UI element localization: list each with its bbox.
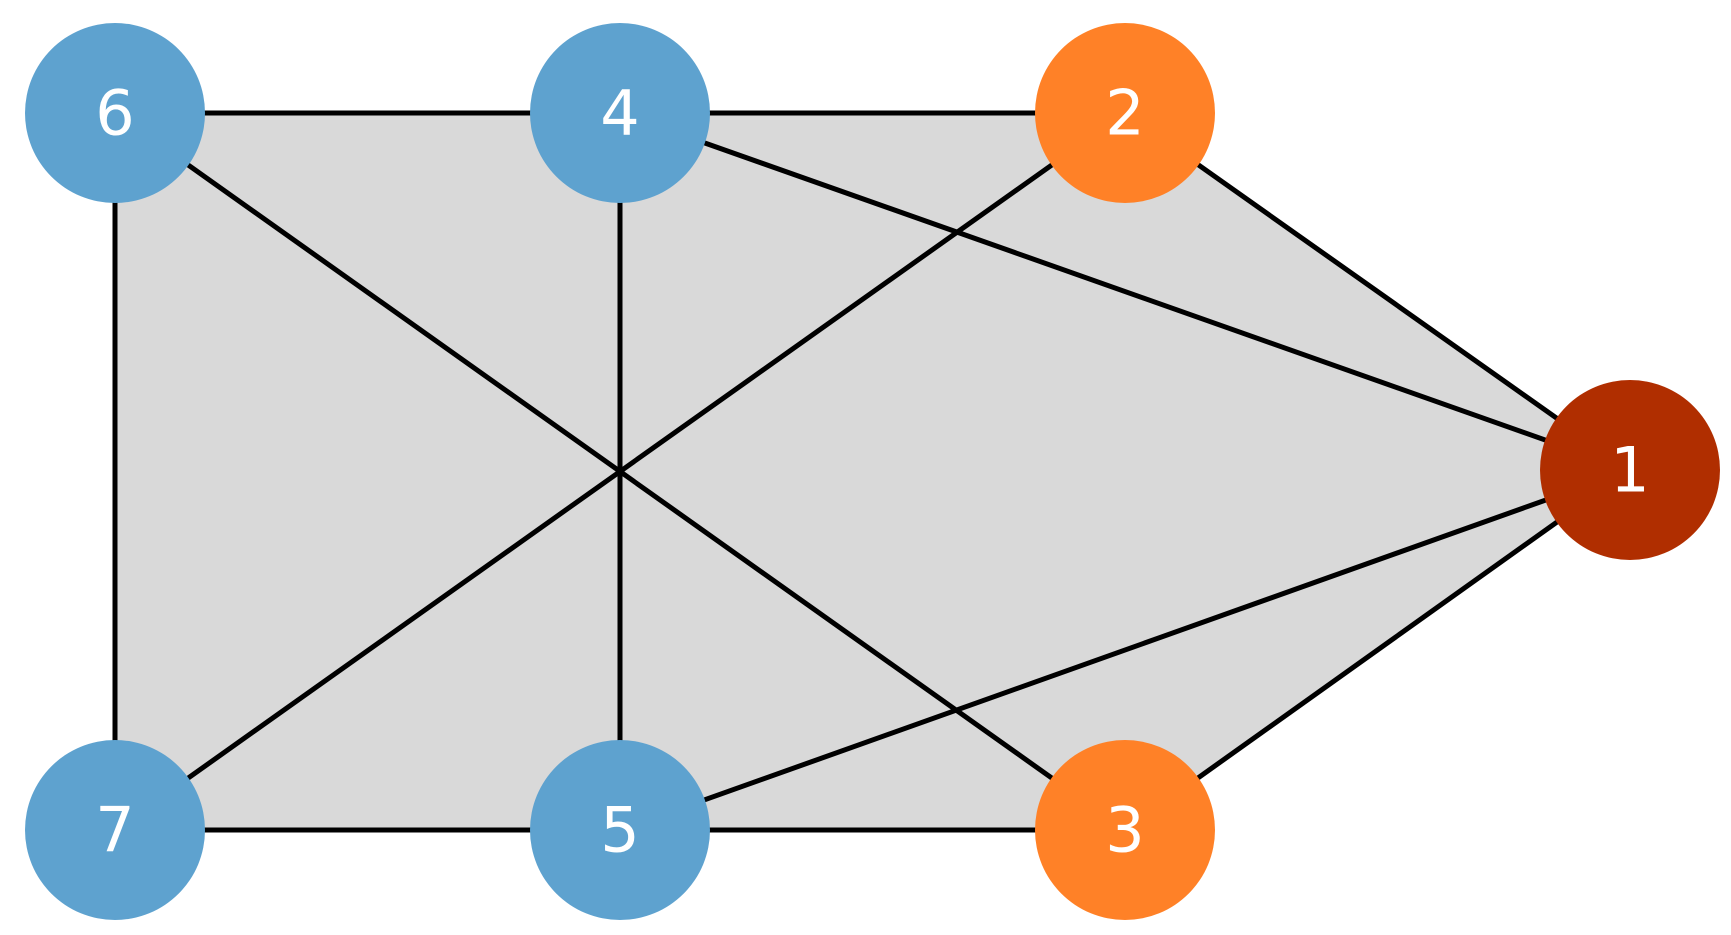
- edge-2-1: [1123, 110, 1632, 473]
- node-7-label: 7: [95, 794, 134, 867]
- node-3-circle: [1035, 740, 1215, 920]
- node-6-circle: [25, 23, 205, 203]
- edge-5-1: [619, 467, 1631, 833]
- edge-1-3: [1123, 467, 1632, 833]
- node-4-label: 4: [600, 77, 639, 150]
- node-1: 1: [1540, 380, 1720, 560]
- node-5-circle: [530, 740, 710, 920]
- edge-4-1: [619, 110, 1631, 473]
- shaded-region: [115, 113, 1630, 830]
- node-3-label: 3: [1105, 794, 1144, 867]
- node-5-label: 5: [600, 794, 639, 867]
- node-7: 7: [25, 740, 205, 920]
- node-2-circle: [1035, 23, 1215, 203]
- node-6-label: 6: [95, 77, 134, 150]
- node-2: 2: [1035, 23, 1215, 203]
- node-2-label: 2: [1105, 77, 1144, 150]
- node-7-circle: [25, 740, 205, 920]
- node-4-circle: [530, 23, 710, 203]
- nodes-group: 6 4 2 1 3 5 7: [25, 23, 1720, 920]
- node-1-label: 1: [1610, 434, 1649, 507]
- node-3: 3: [1035, 740, 1215, 920]
- node-1-circle: [1540, 380, 1720, 560]
- node-6: 6: [25, 23, 205, 203]
- node-4: 4: [530, 23, 710, 203]
- node-5: 5: [530, 740, 710, 920]
